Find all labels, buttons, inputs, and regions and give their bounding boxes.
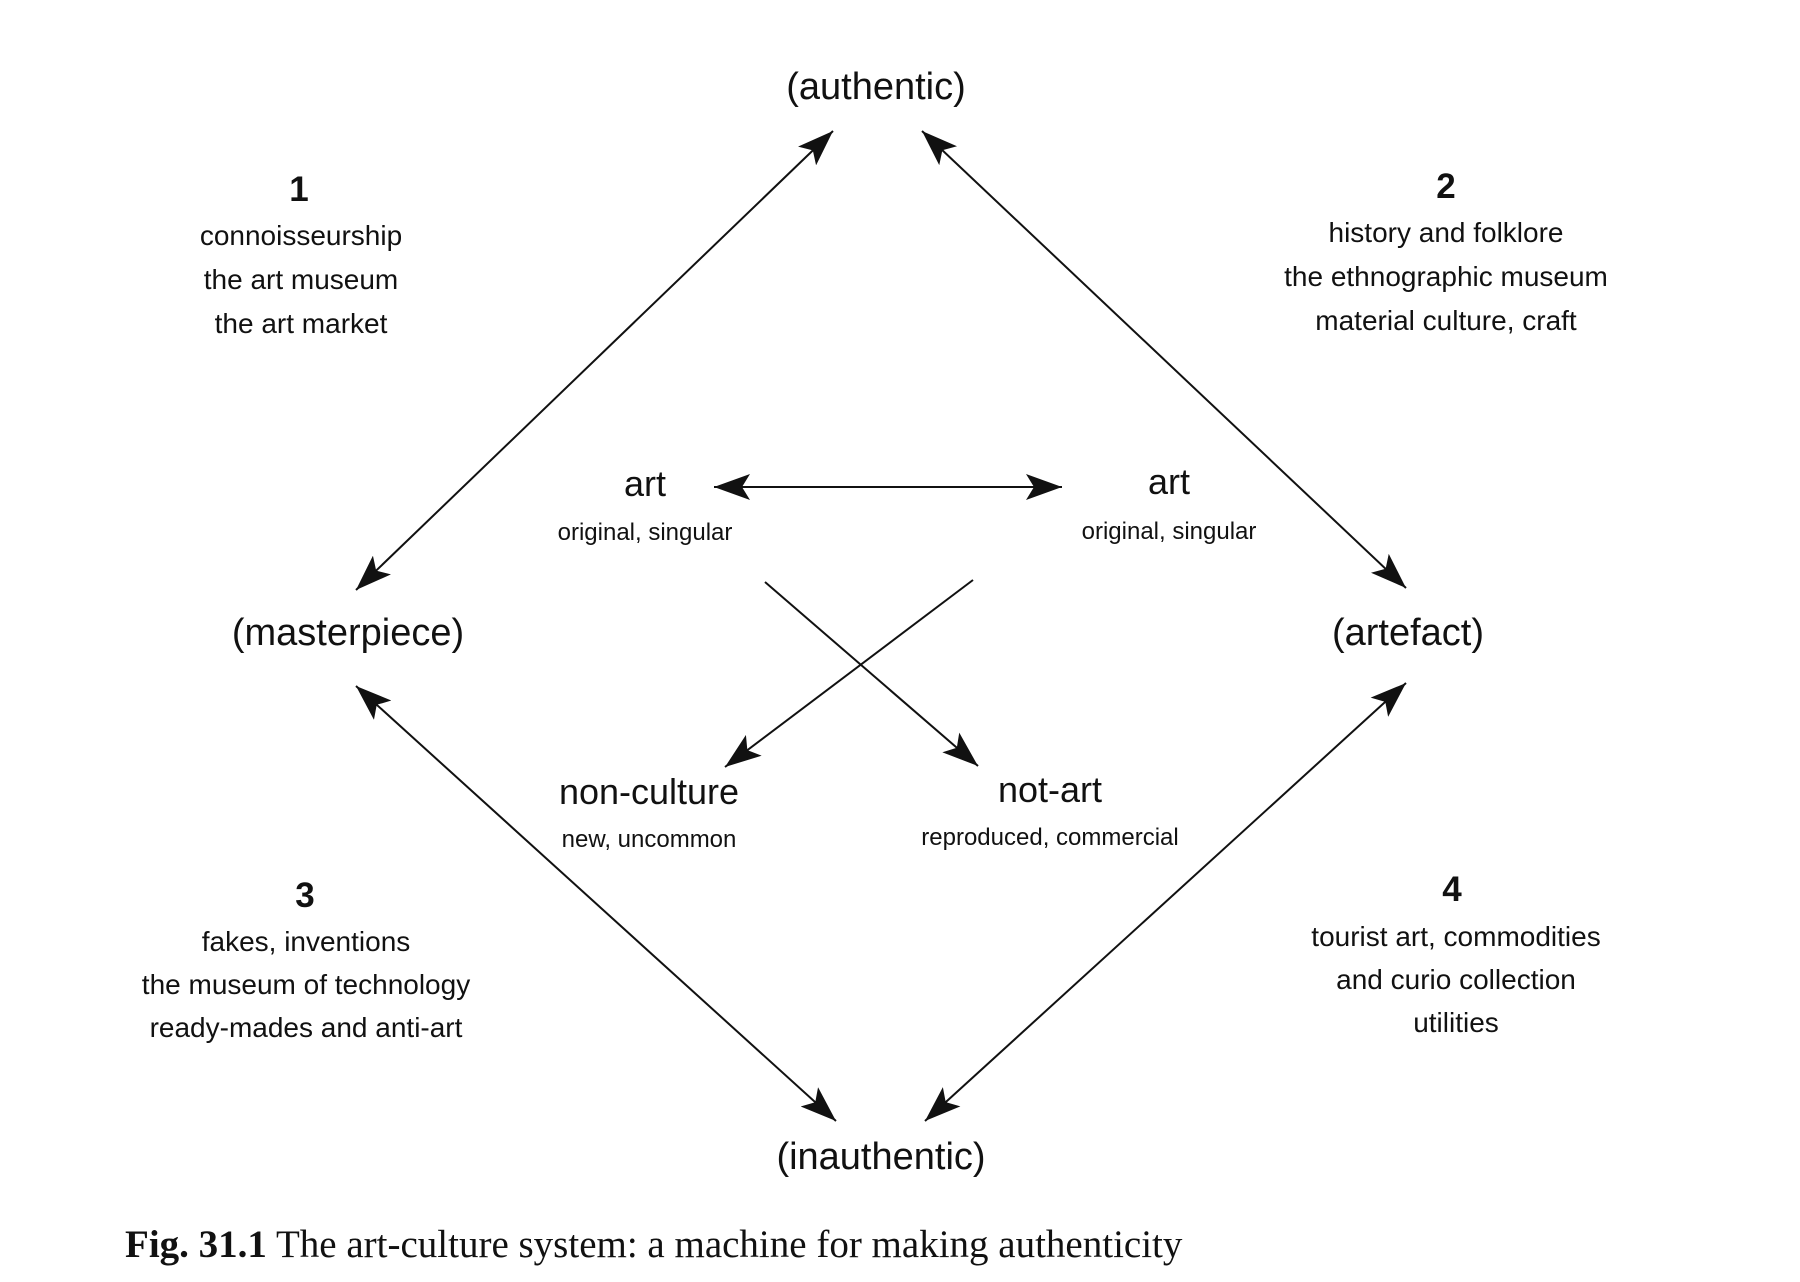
quadrant-4-line-3: utilities xyxy=(1413,1007,1499,1038)
quadrant-4-line-2: and curio collection xyxy=(1336,964,1576,995)
arrow-authentic-masterpiece xyxy=(355,130,834,591)
pole-authentic: (authentic) xyxy=(786,66,966,108)
quadrant-1-line-3: the art market xyxy=(214,308,388,339)
quadrant-1-line-1: connoisseurship xyxy=(199,220,403,251)
quadrant-1-number: 1 xyxy=(289,170,309,209)
arrow-masterpiece-inauthentic xyxy=(355,685,837,1122)
term-non-culture-subtitle: new, uncommon xyxy=(561,826,737,853)
quadrant-3-line-3: ready-mades and anti-art xyxy=(149,1012,463,1043)
term-non-culture-title: non-culture xyxy=(558,771,740,812)
pole-masterpiece: (masterpiece) xyxy=(231,612,465,654)
term-art-right-subtitle: original, singular xyxy=(1081,518,1257,545)
quadrant-3-line-1: fakes, inventions xyxy=(201,926,411,957)
arrow-authentic-artefact xyxy=(921,130,1407,589)
quadrant-3-number: 3 xyxy=(295,876,315,915)
figure-caption: Fig. 31.1 The art-culture system: a mach… xyxy=(125,1222,1182,1267)
term-art-right-title: art xyxy=(1147,461,1191,502)
arrow-art-to-not-art xyxy=(764,581,979,767)
pole-artefact: (artefact) xyxy=(1331,612,1485,654)
arrow-artefact-inauthentic xyxy=(924,682,1407,1122)
term-not-art-subtitle: reproduced, commercial xyxy=(921,824,1179,851)
quadrant-1-line-2: the art museum xyxy=(203,264,399,295)
quadrant-2-line-2: the ethnographic museum xyxy=(1284,261,1608,292)
quadrant-3-line-2: the museum of technology xyxy=(141,969,471,1000)
figure-caption-label: Fig. 31.1 xyxy=(125,1223,267,1266)
quadrant-2-line-1: history and folklore xyxy=(1328,217,1564,248)
arrow-art-to-non-culture xyxy=(724,579,974,768)
quadrant-2-number: 2 xyxy=(1436,167,1456,206)
quadrant-2-line-3: material culture, craft xyxy=(1315,305,1577,336)
term-art-left-title: art xyxy=(623,463,667,504)
quadrant-4-line-1: tourist art, commodities xyxy=(1311,921,1601,952)
figure-caption-text: The art-culture system: a machine for ma… xyxy=(275,1223,1183,1266)
term-art-left-subtitle: original, singular xyxy=(557,519,733,546)
term-not-art-title: not-art xyxy=(997,769,1103,810)
pole-inauthentic: (inauthentic) xyxy=(776,1136,986,1178)
quadrant-4-number: 4 xyxy=(1442,870,1462,909)
